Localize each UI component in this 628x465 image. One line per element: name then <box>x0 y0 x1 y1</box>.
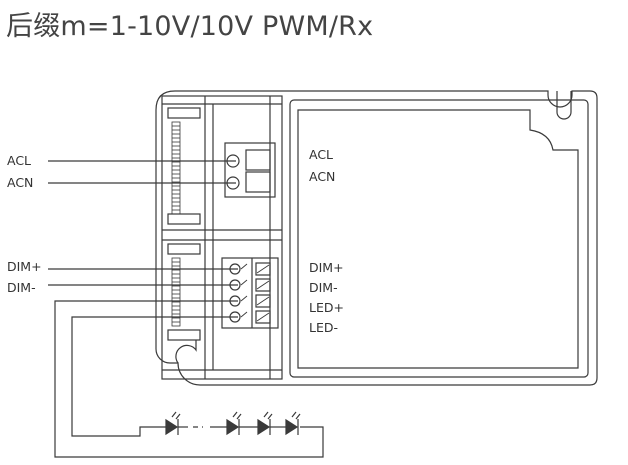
housing-outline <box>155 90 598 386</box>
ac-terminal <box>224 142 276 198</box>
wire-led-plus <box>54 300 324 458</box>
led-diode-icon <box>165 411 181 436</box>
inner-frame <box>289 99 589 378</box>
wire-label-dim-minus: DIM- <box>7 280 36 295</box>
wires <box>48 160 324 458</box>
led-diode-icon <box>226 411 242 436</box>
mounting-slot-bottom <box>175 340 197 364</box>
ac-terminal-screw-acn <box>245 171 271 193</box>
led-string <box>165 411 301 436</box>
wire-led-minus <box>71 316 238 437</box>
driver-housing <box>155 90 598 386</box>
led-diode-icon <box>285 411 301 436</box>
rib-strip-lower <box>171 257 181 327</box>
label-panel <box>297 109 579 369</box>
terminal-label-dim-minus: DIM- <box>309 280 338 295</box>
ac-terminal-screw-acl <box>245 149 271 171</box>
terminal-frame <box>161 95 283 380</box>
mounting-slot-top <box>556 91 572 120</box>
terminal-label-acl: ACL <box>309 147 333 162</box>
terminal-label-led-plus: LED+ <box>309 300 344 315</box>
page-title: 后缀m=1-10V/10V PWM/Rx <box>6 11 374 42</box>
led-diode-icon <box>257 411 273 436</box>
wire-label-acn: ACN <box>7 175 33 190</box>
rib-strip-upper <box>171 121 181 215</box>
terminal-label-dim-plus: DIM+ <box>309 260 344 275</box>
terminal-label-led-minus: LED- <box>309 320 338 335</box>
terminal-label-acn: ACN <box>309 169 335 184</box>
wire-label-dim-plus: DIM+ <box>7 259 42 274</box>
wire-label-acl: ACL <box>7 153 31 168</box>
dim-led-terminal <box>221 257 279 329</box>
